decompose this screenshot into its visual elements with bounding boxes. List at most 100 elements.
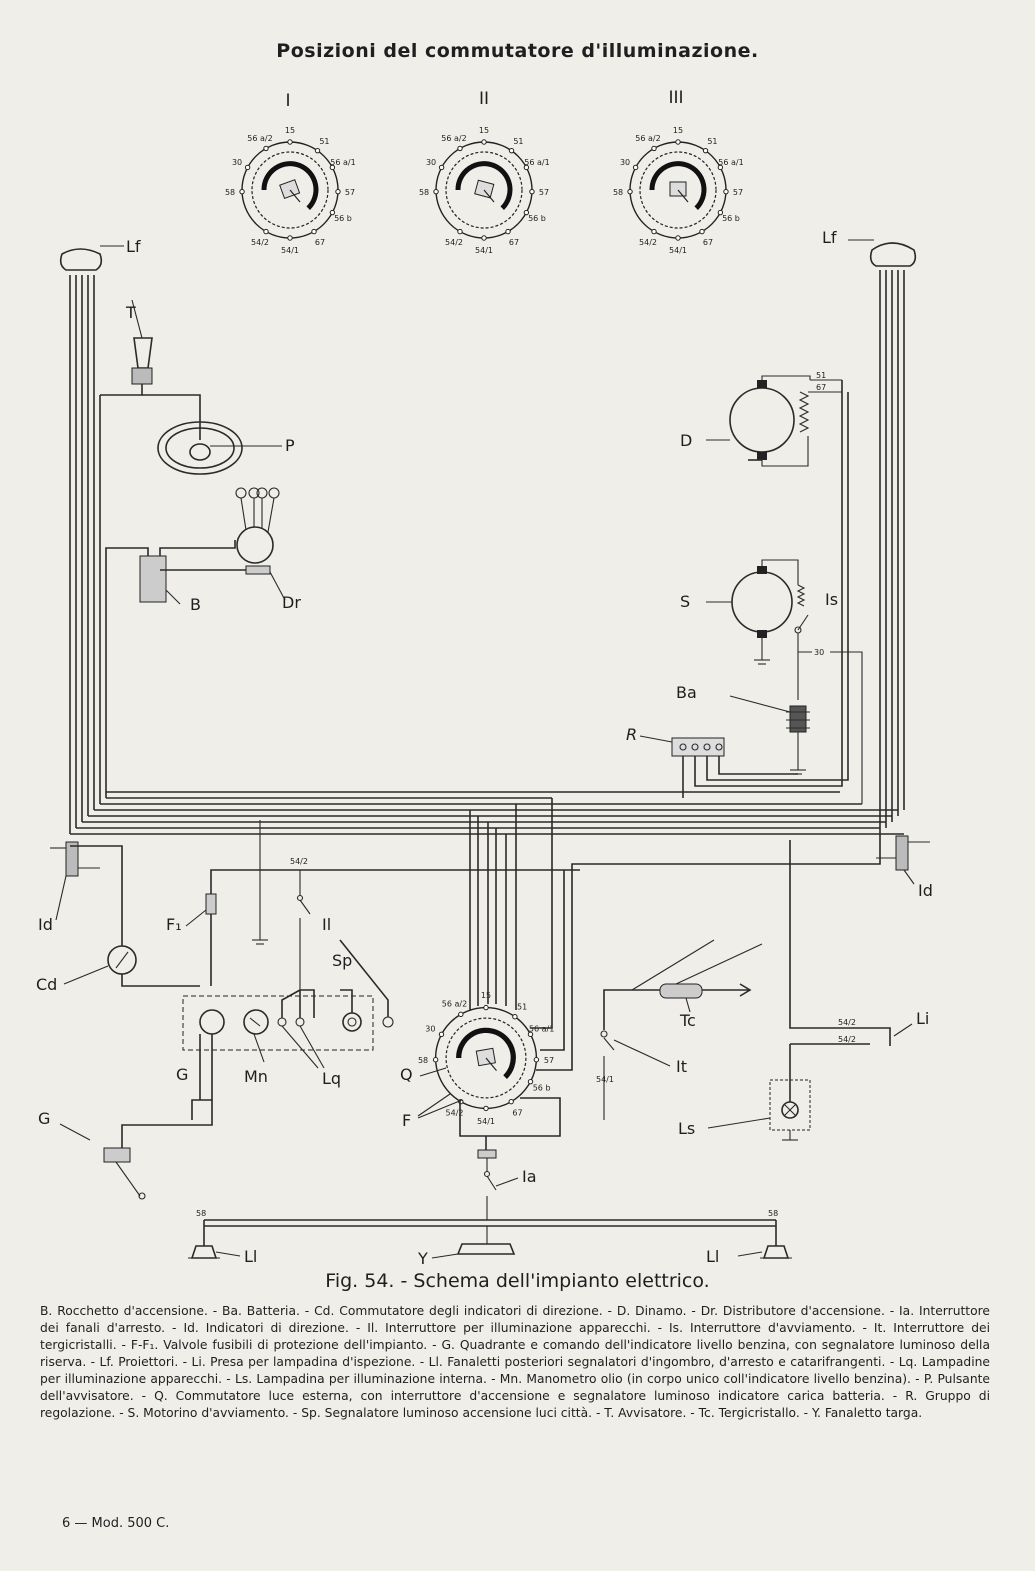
label-id-left: Id	[38, 915, 53, 934]
label-cd: Cd	[36, 975, 57, 994]
dashboard-panel: G Mn Lq Sp	[176, 939, 394, 1120]
fuse-f1: F₁	[166, 869, 580, 986]
dial-terminal: 56 a/2	[441, 134, 466, 143]
label-p: P	[285, 436, 295, 455]
terminal-58-left: 58	[196, 1209, 206, 1218]
label-t: T	[125, 303, 136, 322]
label-li: Li	[916, 1009, 929, 1028]
dial-terminal: 56 b	[722, 214, 740, 223]
dial-terminal: 56 a/1	[718, 158, 743, 167]
terminal-li-2: 54/2	[838, 1035, 856, 1044]
label-lf-right: Lf	[822, 228, 837, 247]
dial-terminal: 30	[620, 158, 630, 167]
dial-terminal: 54/1	[475, 246, 493, 255]
label-g-gauge: G	[176, 1065, 188, 1084]
wiper-tc: Tc 54/1 It	[596, 939, 763, 1120]
dial-terminal: 57	[544, 1056, 554, 1065]
dynamo-d: D 51 67	[680, 371, 842, 467]
label-q: Q	[400, 1065, 413, 1084]
fuel-sender-g: G	[38, 1100, 213, 1200]
label-f: F	[402, 1111, 411, 1130]
horn-button-p: P	[157, 421, 295, 475]
label-it: It	[676, 1057, 687, 1076]
label-dr: Dr	[282, 593, 301, 612]
battery-ba: Ba	[676, 652, 810, 775]
rear-lamp-left-ll: Ll	[188, 1245, 257, 1266]
terminal-58-right: 58	[768, 1209, 778, 1218]
rear-wiring: 58 58	[196, 1209, 778, 1246]
dial-terminal: 56 b	[334, 214, 352, 223]
dial-terminal: 54/2	[251, 238, 269, 247]
page-title: Posizioni del commutatore d'illuminazion…	[276, 40, 759, 62]
terminal-54-1-it: 54/1	[596, 1075, 614, 1084]
dial-terminal: 58	[225, 188, 235, 197]
indicator-left-id: Id	[38, 841, 100, 934]
label-d: D	[680, 431, 692, 450]
dial-terminal: 56 a/1	[529, 1024, 554, 1033]
label-lf-left: Lf	[126, 237, 141, 256]
dial-terminal: 67	[512, 1109, 522, 1118]
label-tc: Tc	[679, 1011, 696, 1030]
dial-terminal: 15	[481, 991, 491, 1000]
position-label-1: I	[285, 91, 290, 111]
dial-terminal: 56 a/2	[635, 134, 660, 143]
terminal-li-1: 54/2	[838, 1018, 856, 1027]
dial-terminal: 54/2	[639, 238, 657, 247]
label-mn: Mn	[244, 1067, 268, 1086]
dial-terminal: 54/2	[445, 238, 463, 247]
label-il: Il	[322, 915, 331, 934]
starter-motor-s: S Is 30	[680, 559, 863, 804]
main-switch-wiring: Q F	[400, 798, 881, 1150]
dial-terminal: 51	[319, 137, 329, 146]
label-g-tank: G	[38, 1109, 50, 1128]
dial-terminal: 56 a/2	[442, 999, 467, 1008]
label-b: B	[190, 595, 201, 614]
interior-lamp-ls: Ls	[678, 1044, 811, 1141]
dial-terminal: 51	[517, 1002, 527, 1011]
ground-symbol-1	[252, 820, 268, 945]
dial-terminal: 56 a/1	[330, 158, 355, 167]
dial-terminal: 30	[425, 1024, 435, 1033]
instrument-switch-il: 54/2 Il	[290, 857, 331, 990]
dial-terminal: 58	[613, 188, 623, 197]
label-ls: Ls	[678, 1119, 695, 1138]
page-footer: 6 — Mod. 500 C.	[62, 1516, 170, 1531]
dial-terminal: 67	[315, 238, 325, 247]
dial-terminal: 56 b	[528, 214, 546, 223]
figure-caption: Fig. 54. - Schema dell'impianto elettric…	[325, 1270, 710, 1292]
position-label-3: III	[668, 88, 683, 108]
left-harness	[69, 275, 107, 834]
position-label-2: II	[479, 89, 489, 109]
dial-terminal: 56 a/1	[524, 158, 549, 167]
dial-terminal: 58	[419, 188, 429, 197]
label-ll-right: Ll	[706, 1247, 719, 1266]
terminal-51: 51	[816, 371, 826, 380]
headlight-right-lf: Lf	[822, 228, 917, 267]
label-y: Y	[417, 1249, 428, 1268]
dial-terminal: 15	[673, 126, 683, 135]
dial-terminal: 57	[345, 188, 355, 197]
main-bus	[70, 791, 904, 835]
dial-terminal: 54/1	[477, 1117, 495, 1126]
rear-lamp-right-ll: Ll	[706, 1245, 792, 1266]
legend-text: B. Rocchetto d'accensione. - Ba. Batteri…	[40, 1304, 990, 1420]
dial-terminal: 67	[703, 238, 713, 247]
headlight-left-lf: Lf	[59, 237, 141, 271]
dial-terminal: 51	[707, 137, 717, 146]
dial-terminal: 58	[418, 1056, 428, 1065]
dial-terminal: 15	[479, 126, 489, 135]
dial-terminal: 54/1	[669, 246, 687, 255]
terminal-30: 30	[814, 648, 824, 657]
ignition-coil-b: B	[105, 540, 236, 614]
label-id-right: Id	[918, 881, 933, 900]
dial-terminal: 30	[232, 158, 242, 167]
dial-terminal: 67	[509, 238, 519, 247]
dial-terminal: 30	[426, 158, 436, 167]
label-is: Is	[825, 590, 838, 609]
dial-terminal: 56 b	[533, 1084, 551, 1093]
label-f1: F₁	[166, 915, 182, 934]
label-r: R	[626, 725, 637, 744]
